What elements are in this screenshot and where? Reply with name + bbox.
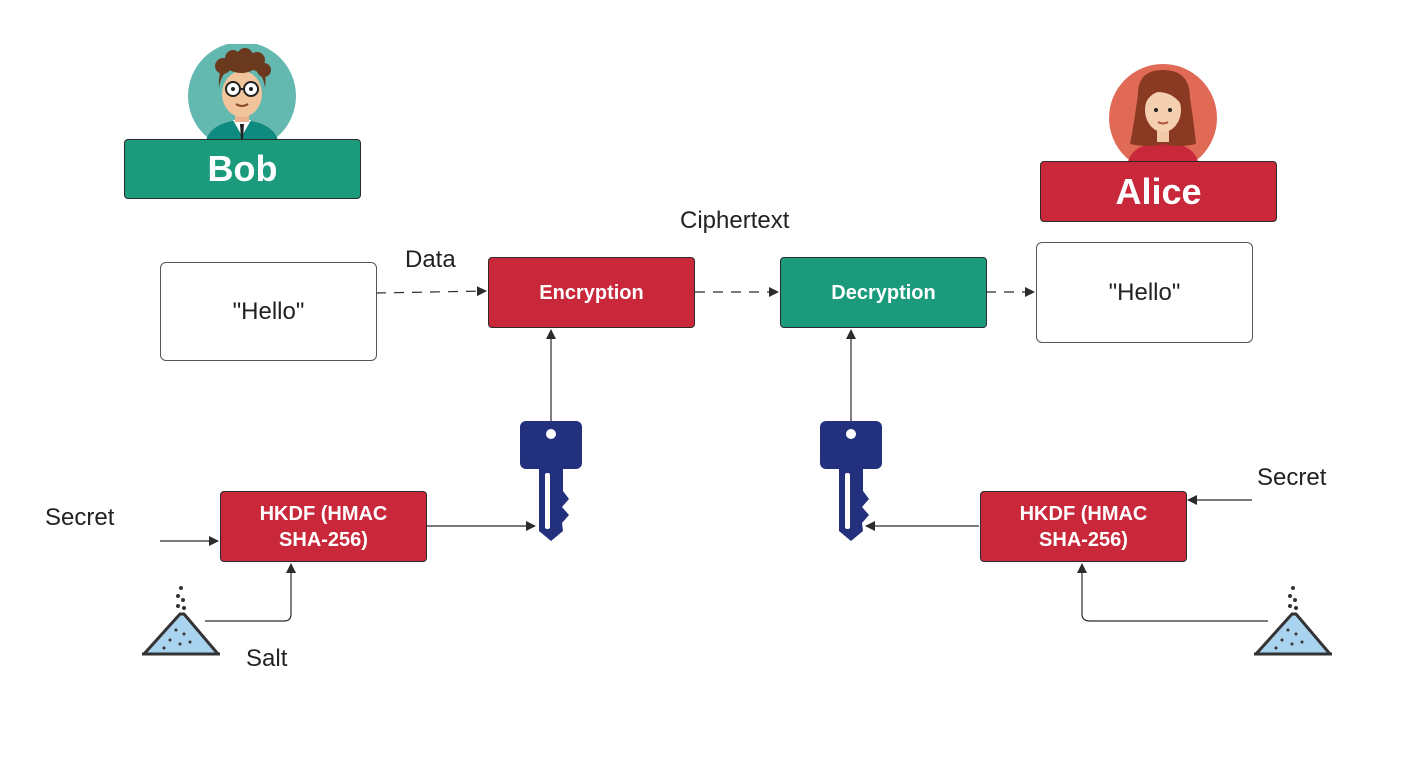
key-left-icon <box>520 421 582 541</box>
data-arrow <box>375 286 487 297</box>
salt-right-arrow <box>1077 563 1268 622</box>
man-avatar-icon <box>188 44 296 144</box>
decryption-label: Decryption <box>831 281 936 304</box>
encryption-box: Encryption <box>488 257 695 328</box>
plaintext-left-box: "Hello" <box>160 262 377 361</box>
alice-name: Alice <box>1115 170 1202 212</box>
decryption-box: Decryption <box>780 257 987 328</box>
plaintext-right: "Hello" <box>1108 278 1181 306</box>
bob-name-badge: Bob <box>124 139 361 199</box>
hkdf-right-line1: HKDF (HMAC <box>1019 502 1148 525</box>
secret-left-label: Secret <box>45 504 115 531</box>
salt-label: Salt <box>246 645 288 672</box>
alice-name-badge: Alice <box>1040 161 1277 222</box>
hkdf-left-box: HKDF (HMAC SHA-256) <box>220 491 427 562</box>
key-right-icon <box>820 421 882 541</box>
bob-name: Bob <box>207 148 278 189</box>
plaintext-left: "Hello" <box>232 297 305 325</box>
encryption-label: Encryption <box>539 281 644 304</box>
hkdf-right-line2: SHA-256) <box>1039 528 1128 551</box>
hkdf-left-line2: SHA-256) <box>279 528 368 551</box>
salt-left-arrow <box>205 563 296 622</box>
woman-avatar-icon <box>1109 64 1217 162</box>
data-label: Data <box>405 246 456 273</box>
salt-right-icon <box>1254 586 1332 656</box>
hkdf-left-line1: HKDF (HMAC <box>259 502 388 525</box>
salt-left-icon <box>142 586 220 656</box>
secret-right-label: Secret <box>1257 464 1327 491</box>
ciphertext-label: Ciphertext <box>680 207 790 234</box>
hkdf-right-box: HKDF (HMAC SHA-256) <box>980 491 1187 562</box>
plaintext-right-box: "Hello" <box>1036 242 1253 343</box>
